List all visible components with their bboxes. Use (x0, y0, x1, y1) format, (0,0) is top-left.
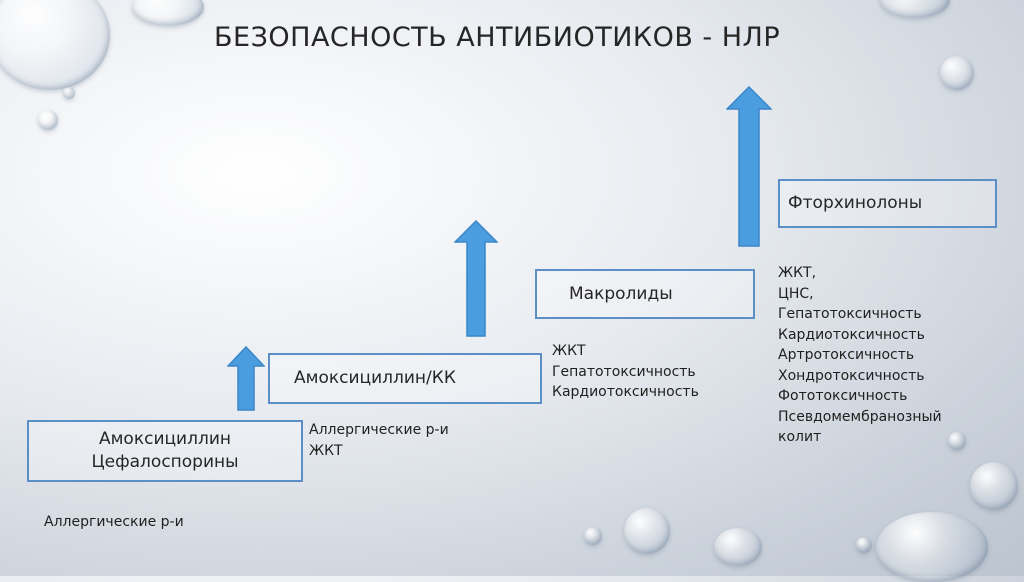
step-label: Амоксициллин Цефалоспорины (91, 429, 239, 472)
step-box-amoxicillin-clavulanate: Амоксициллин/КК (268, 353, 542, 404)
water-drop-decoration (714, 528, 762, 566)
water-drop-decoration (0, 0, 110, 90)
water-drop-decoration (63, 87, 75, 99)
up-arrow-icon (726, 86, 772, 247)
effect-item: Аллергические р-и (44, 514, 184, 530)
effect-item: Гепатотоксичность (552, 363, 696, 380)
water-drop-decoration (584, 527, 602, 545)
effect-item: Гепатотоксичность (778, 306, 922, 322)
water-drop-decoration (132, 0, 204, 26)
slide-title: БЕЗОПАСНОСТЬ АНТИБИОТИКОВ - НЛР (214, 22, 781, 53)
up-arrow-icon (227, 346, 265, 411)
step-label: Амоксициллин/КК (294, 368, 456, 389)
step-effects-list: ЖКТ Гепатотоксичность Кардиотоксичность (552, 341, 699, 403)
step-box-amoxicillin-cephalosporins: Амоксициллин Цефалоспорины (27, 420, 303, 482)
effect-item: ЖКТ (309, 442, 343, 459)
effect-item: ЖКТ, (778, 265, 817, 281)
step-label: Макролиды (569, 283, 673, 304)
step-effects-list: ЖКТ, ЦНС, Гепатотоксичность Кардиотоксич… (778, 263, 942, 448)
water-drop-decoration (970, 462, 1018, 510)
effect-item: Артротоксичность (778, 347, 915, 363)
water-drop-decoration (948, 432, 966, 450)
step-box-fluoroquinolones: Фторхинолоны (778, 179, 997, 228)
effect-item: ЖКТ (552, 343, 586, 359)
step-effects-list: Аллергические р-и (44, 512, 184, 533)
water-drop-decoration (876, 512, 988, 582)
water-drop-decoration (624, 508, 670, 554)
effect-item: ЦНС, (778, 285, 814, 302)
up-arrow-icon (454, 220, 498, 337)
step-effects-list: Аллергические р-и ЖКТ (309, 420, 449, 461)
step-label: Фторхинолоны (788, 193, 923, 214)
effect-item: Хондротоксичность (778, 367, 925, 384)
effect-item: Кардиотоксичность (552, 384, 699, 400)
effect-item: колит (778, 429, 822, 445)
step-box-macrolides: Макролиды (535, 269, 755, 319)
effect-item: Фототоксичность (778, 388, 908, 404)
water-drop-decoration (856, 537, 872, 553)
effect-item: Аллергические р-и (309, 422, 449, 438)
effect-item: Кардиотоксичность (778, 326, 925, 343)
effect-item: Псевдомембранозный (778, 408, 942, 425)
water-drop-decoration (38, 110, 58, 130)
water-drop-decoration (880, 0, 950, 18)
water-drop-decoration (940, 56, 974, 90)
